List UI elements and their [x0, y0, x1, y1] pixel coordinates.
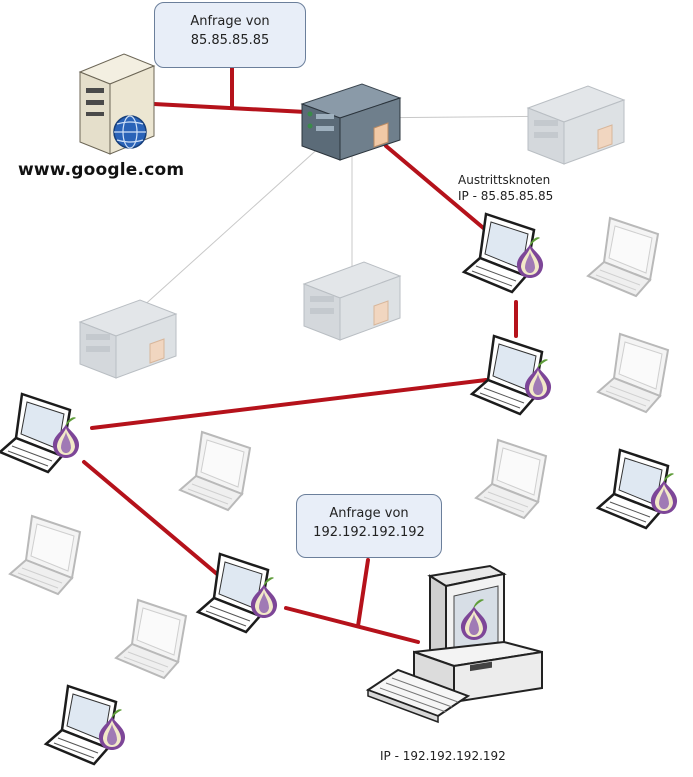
relay-server: [527, 85, 625, 165]
client-ip-label: IP - 192.192.192.192: [380, 749, 506, 763]
proxy-server: [300, 83, 402, 161]
web-server: [78, 53, 156, 155]
callout-line-1: Anfrage von: [329, 506, 409, 521]
idle-laptop: [597, 333, 669, 413]
tor-relay-laptop: [598, 450, 677, 528]
relay-server: [303, 261, 401, 341]
callout-google-request: Anfrage von 85.85.85.85: [154, 2, 306, 68]
client-desktop: [413, 564, 543, 704]
tor-route: [82, 64, 518, 644]
callout-line-1: Anfrage von: [190, 14, 270, 29]
exit-node-label: Austrittsknoten IP - 85.85.85.85: [458, 172, 553, 204]
client-keyboard: [365, 668, 471, 724]
idle-laptop: [115, 599, 187, 679]
callout-client-request: Anfrage von 192.192.192.192: [296, 494, 442, 558]
idle-laptop: [179, 431, 251, 511]
exit-node-title: Austrittsknoten: [458, 173, 551, 187]
callout-line-2: 192.192.192.192: [313, 525, 425, 540]
idle-laptop: [475, 439, 547, 519]
idle-laptop: [9, 515, 81, 595]
relay-server: [79, 299, 177, 379]
exit-node-ip: IP - 85.85.85.85: [458, 189, 554, 203]
idle-laptop: [587, 217, 659, 297]
tor-relay-laptop: [0, 394, 79, 472]
site-label: www.google.com: [18, 160, 185, 180]
tor-relay-laptop: [472, 336, 551, 414]
exit-node-laptop: [464, 214, 543, 292]
callout-line-2: 85.85.85.85: [190, 33, 270, 48]
tor-relay-laptop: [46, 686, 125, 764]
